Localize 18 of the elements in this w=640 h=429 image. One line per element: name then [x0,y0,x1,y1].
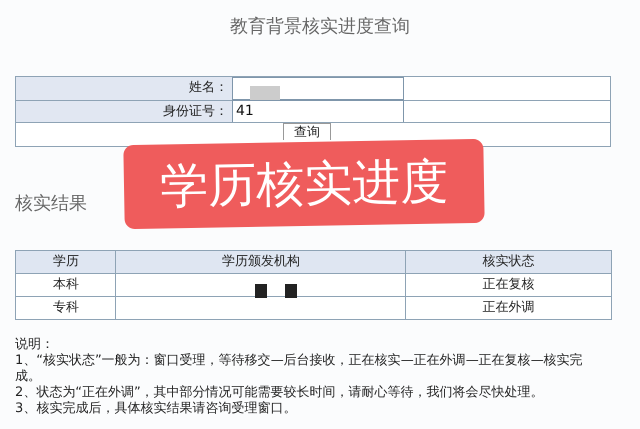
table-cell: 专科 [15,296,117,320]
header-cell: 学历颁发机构 [115,250,407,274]
table-cell: 本科 [15,273,117,297]
page-title: 教育背景核实进度查询 [229,15,411,38]
section-heading: 核实结果 [15,192,87,215]
note-text: 1、“核实状态”一般为：窗口受理，等待移交—后台接收，正在核实—正在外调—正在复核—核实完成。 [15,353,584,385]
table-cell: 正在复核 [405,273,612,297]
table-cell: 正在外调 [405,296,612,320]
form-label: 身份证号： [15,100,233,123]
form-label: 姓名： [15,76,233,101]
header-cell: 核实状态 [405,250,612,274]
header-cell: 学历 [15,250,117,274]
note-text: 3、核实完成后，具体核实结果请咨询受理窗口。 [15,401,298,417]
note-text: 2、状态为“正在外调”，其中部分情况可能需要较长时间，请耐心等待，我们将会尽快处理。 [15,385,545,401]
query-button: 查询 [283,123,331,140]
input-field: 41 [232,100,404,123]
note-heading: 说明： [15,337,54,353]
banner: 学历核实进度 [123,138,485,230]
